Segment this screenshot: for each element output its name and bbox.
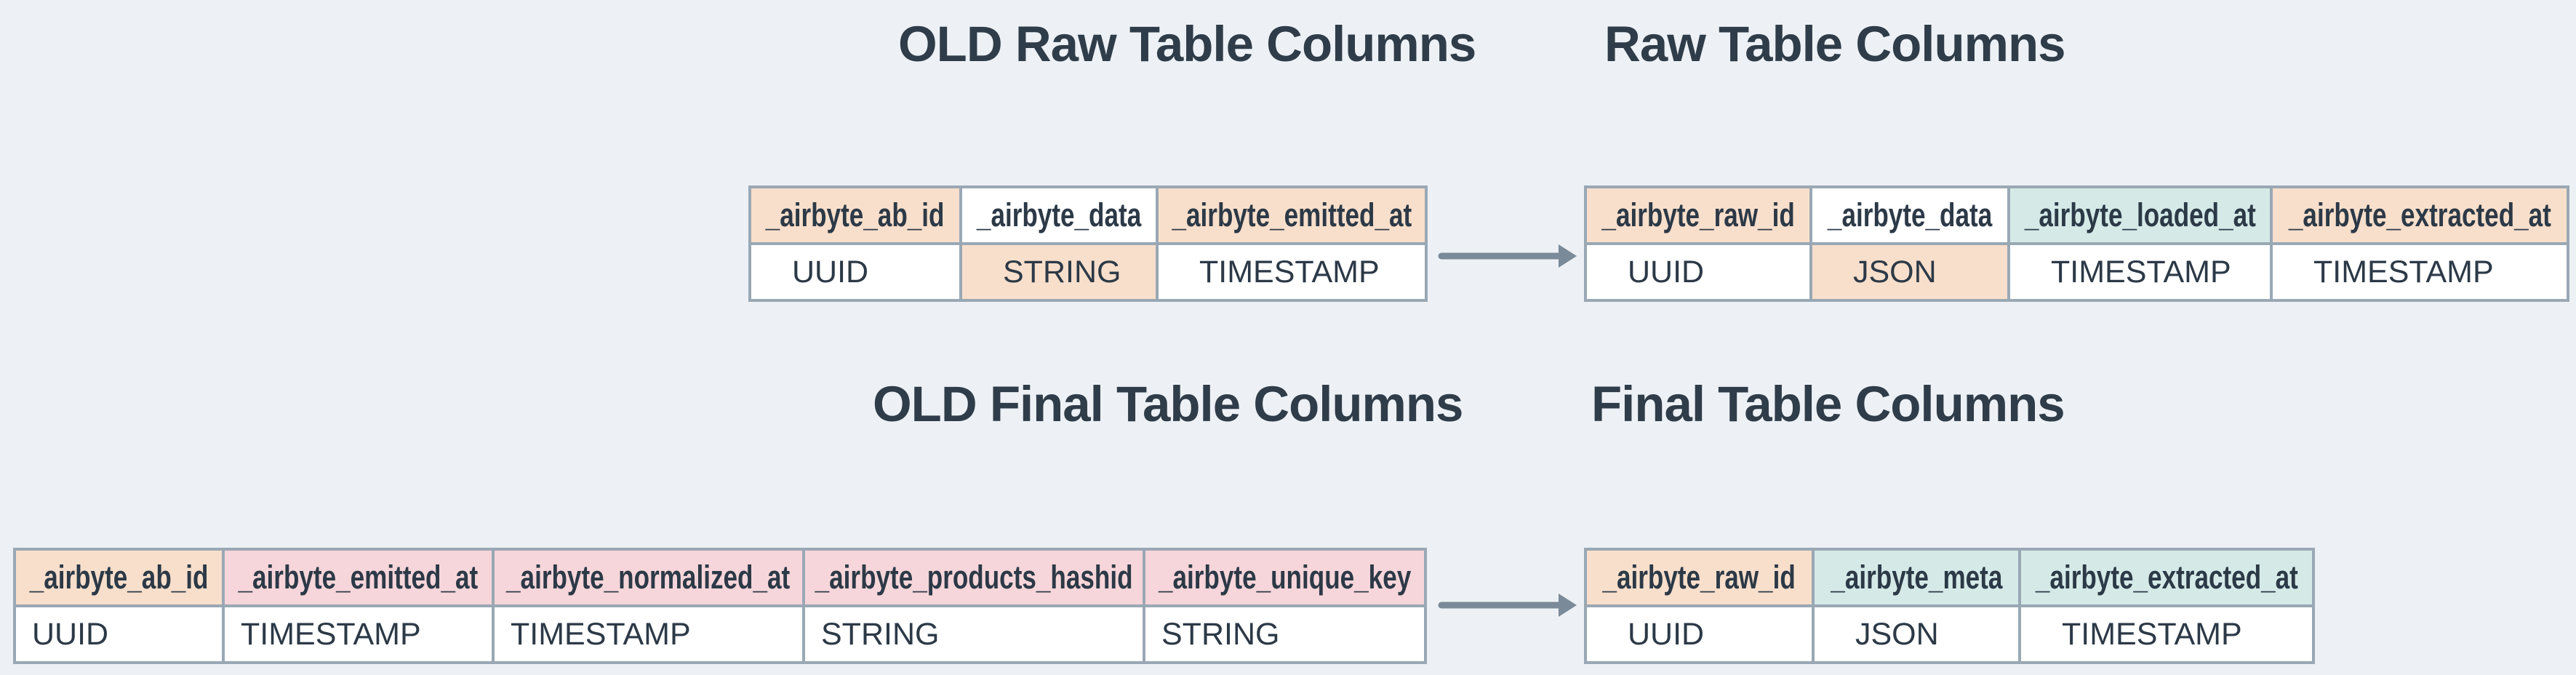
column-type-cell: STRING xyxy=(962,245,1156,299)
column-type-cell: UUID xyxy=(1587,245,1809,299)
column-type-cell: STRING xyxy=(805,607,1143,661)
column-type-cell: JSON xyxy=(1815,607,2018,661)
column-type-cell: TIMESTAMP xyxy=(2273,245,2567,299)
column-header-cell: _airbyte_raw_id xyxy=(1587,551,1812,604)
column-type-cell: TIMESTAMP xyxy=(495,607,802,661)
old-final-table: _airbyte_ab_id _airbyte_emitted_at _airb… xyxy=(13,548,1427,664)
column-type-cell: UUID xyxy=(1587,607,1812,661)
column-header-cell: _airbyte_extracted_at xyxy=(2021,551,2312,604)
column-header-cell: _airbyte_ab_id xyxy=(751,188,959,242)
column-header-cell: _airbyte_unique_key xyxy=(1145,551,1424,604)
column-header-cell: _airbyte_meta xyxy=(1815,551,2018,604)
final-table: _airbyte_raw_id _airbyte_meta _airbyte_e… xyxy=(1584,548,2315,664)
column-name: _airbyte_emitted_at xyxy=(1172,196,1412,233)
column-type-cell: UUID xyxy=(751,245,959,299)
column-type-cell: STRING xyxy=(1145,607,1424,661)
column-name: _airbyte_products_hashid xyxy=(815,559,1133,596)
column-type-cell: TIMESTAMP xyxy=(225,607,492,661)
column-header-cell: _airbyte_normalized_at xyxy=(495,551,802,604)
column-type-cell: UUID xyxy=(16,607,222,661)
column-name: _airbyte_raw_id xyxy=(1602,559,1796,596)
old-raw-table-title: OLD Raw Table Columns xyxy=(898,16,1476,72)
column-name: _airbyte_data xyxy=(1827,196,1993,233)
column-name: _airbyte_emitted_at xyxy=(238,559,479,596)
right-arrow-icon xyxy=(1438,244,1577,268)
column-type-cell: TIMESTAMP xyxy=(2010,245,2270,299)
column-header-cell: _airbyte_emitted_at xyxy=(225,551,492,604)
column-name: _airbyte_ab_id xyxy=(766,196,945,233)
raw-table-title: Raw Table Columns xyxy=(1604,16,2065,72)
column-header-cell: _airbyte_data xyxy=(962,188,1156,242)
column-header-cell: _airbyte_data xyxy=(1812,188,2007,242)
column-type-cell: TIMESTAMP xyxy=(2021,607,2312,661)
column-name: _airbyte_unique_key xyxy=(1158,559,1412,596)
column-header-cell: _airbyte_ab_id xyxy=(16,551,222,604)
column-type-cell: TIMESTAMP xyxy=(1159,245,1425,299)
raw-table: _airbyte_raw_id _airbyte_data _airbyte_l… xyxy=(1584,185,2569,302)
column-header-cell: _airbyte_extracted_at xyxy=(2273,188,2567,242)
column-name: _airbyte_data xyxy=(976,196,1142,233)
column-name: _airbyte_raw_id xyxy=(1601,196,1795,233)
column-name: _airbyte_normalized_at xyxy=(506,559,791,596)
column-type-cell: JSON xyxy=(1812,245,2007,299)
column-header-cell: _airbyte_raw_id xyxy=(1587,188,1809,242)
column-header-cell: _airbyte_loaded_at xyxy=(2010,188,2270,242)
old-raw-table: _airbyte_ab_id _airbyte_data _airbyte_em… xyxy=(748,185,1428,302)
final-table-title: Final Table Columns xyxy=(1591,376,2065,432)
column-name: _airbyte_ab_id xyxy=(29,559,209,596)
column-name: _airbyte_extracted_at xyxy=(2288,196,2551,233)
column-header-cell: _airbyte_emitted_at xyxy=(1159,188,1425,242)
old-final-table-title: OLD Final Table Columns xyxy=(873,376,1463,432)
column-header-cell: _airbyte_products_hashid xyxy=(805,551,1143,604)
column-name: _airbyte_meta xyxy=(1830,559,2003,596)
column-name: _airbyte_loaded_at xyxy=(2024,196,2256,233)
column-name: _airbyte_extracted_at xyxy=(2035,559,2298,596)
right-arrow-icon xyxy=(1438,594,1577,617)
